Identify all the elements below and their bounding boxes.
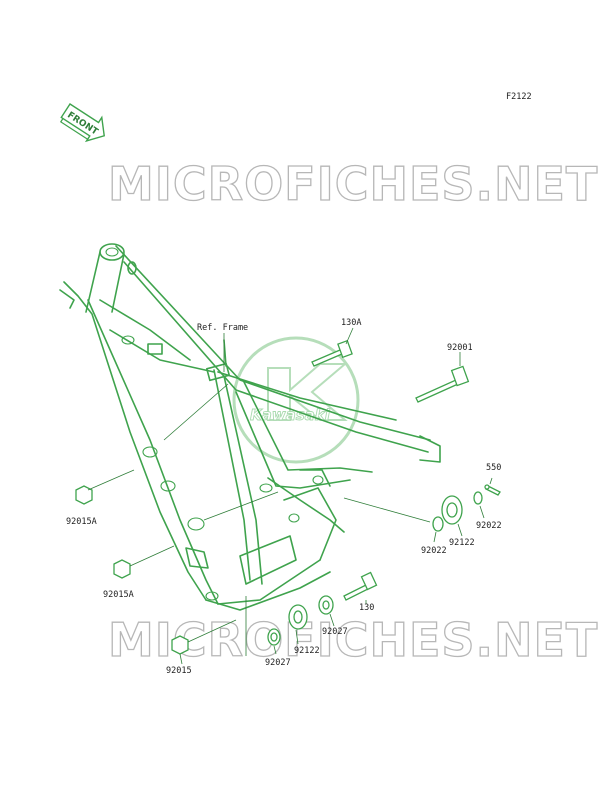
figure-code: F2122 <box>506 92 532 102</box>
motorcycle-frame <box>59 243 441 611</box>
leader-lines <box>87 327 493 665</box>
label-92015: 92015 <box>166 666 192 676</box>
front-direction-tag: FRONT <box>59 103 105 143</box>
bushing-92122-lower <box>288 604 308 630</box>
label-92122-lower: 92122 <box>294 646 320 656</box>
nut-92015A-upper <box>75 485 93 505</box>
ref-frame-label: Ref. Frame <box>197 323 248 333</box>
washer-92022-left <box>432 516 444 532</box>
label-92001: 92001 <box>447 343 473 353</box>
label-92015A-lower: 92015A <box>103 590 134 600</box>
pin-550 <box>484 484 501 496</box>
label-130: 130 <box>359 603 374 613</box>
watermark-top: MICROFICHES.NET <box>108 157 598 211</box>
label-92022-left: 92022 <box>421 546 447 556</box>
logo-text: Kawasaki <box>250 406 331 424</box>
watermark-bottom: MICROFICHES.NET <box>108 613 598 667</box>
label-550: 550 <box>486 463 501 473</box>
nut-92015A-lower <box>113 559 131 579</box>
label-92022-right: 92022 <box>476 521 502 531</box>
nut-92015 <box>171 635 189 655</box>
bolt-92001 <box>415 365 470 403</box>
label-92015A-upper: 92015A <box>66 517 97 527</box>
bushing-92122-right <box>441 495 463 525</box>
bolt-130 <box>343 571 378 601</box>
collar-92027-left <box>267 628 281 646</box>
bolt-130A <box>311 339 353 367</box>
label-92122-right: 92122 <box>449 538 475 548</box>
washer-92022-right <box>473 491 483 505</box>
label-130A: 130A <box>341 318 361 328</box>
kawasaki-logo: Kawasaki <box>232 336 360 464</box>
label-92027-right: 92027 <box>322 627 348 637</box>
collar-92027-right <box>318 595 334 615</box>
label-92027-left: 92027 <box>265 658 291 668</box>
